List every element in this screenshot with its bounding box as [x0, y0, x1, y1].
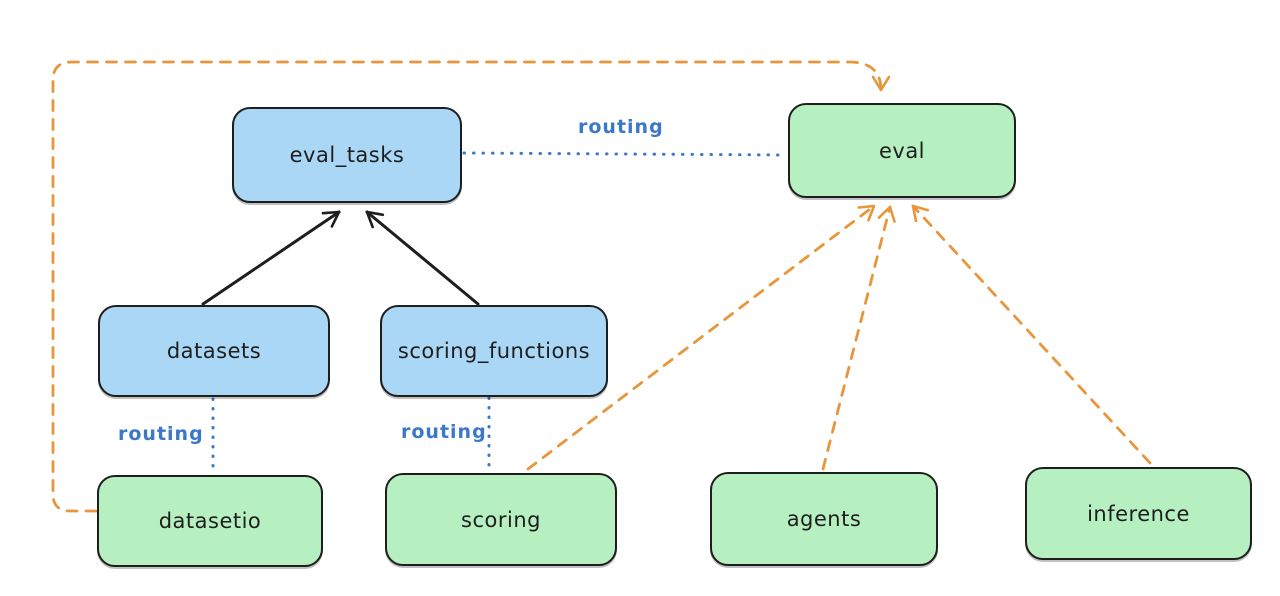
node-datasetio: datasetio — [97, 475, 323, 567]
edge-scoring-to-eval — [526, 204, 876, 471]
edge-eval_tasks-to-eval-routing — [462, 151, 788, 157]
node-scoring-label: scoring — [461, 507, 541, 532]
node-scoring_functions-label: scoring_functions — [397, 339, 591, 363]
node-scoring: scoring — [385, 473, 617, 566]
edge-datasets-to-eval_tasks — [201, 210, 341, 306]
edge-label-routing-eval_tasks-eval: routing — [578, 116, 664, 138]
edge-label-routing-scoring_functions-scoring: routing — [401, 421, 487, 443]
node-agents-label: agents — [786, 507, 862, 531]
node-agents: agents — [710, 472, 938, 566]
node-eval-label: eval — [878, 138, 926, 163]
edge-datasetio-to-eval — [51, 60, 891, 513]
node-eval_tasks: eval_tasks — [232, 107, 462, 203]
edge-agents-to-eval — [821, 205, 896, 471]
edge-inference-to-eval — [911, 204, 1152, 465]
node-inference: inference — [1025, 467, 1252, 560]
node-inference-label: inference — [1087, 501, 1190, 526]
edge-label-routing-datasets-datasetio: routing — [118, 423, 204, 445]
node-datasets: datasets — [98, 305, 330, 397]
node-eval: eval — [788, 103, 1016, 198]
edge-scoring_functions-to-eval_tasks — [365, 210, 480, 306]
node-datasets-label: datasets — [166, 339, 262, 363]
node-datasetio-label: datasetio — [158, 509, 262, 533]
node-scoring_functions: scoring_functions — [380, 305, 608, 397]
node-eval_tasks-label: eval_tasks — [289, 143, 405, 167]
